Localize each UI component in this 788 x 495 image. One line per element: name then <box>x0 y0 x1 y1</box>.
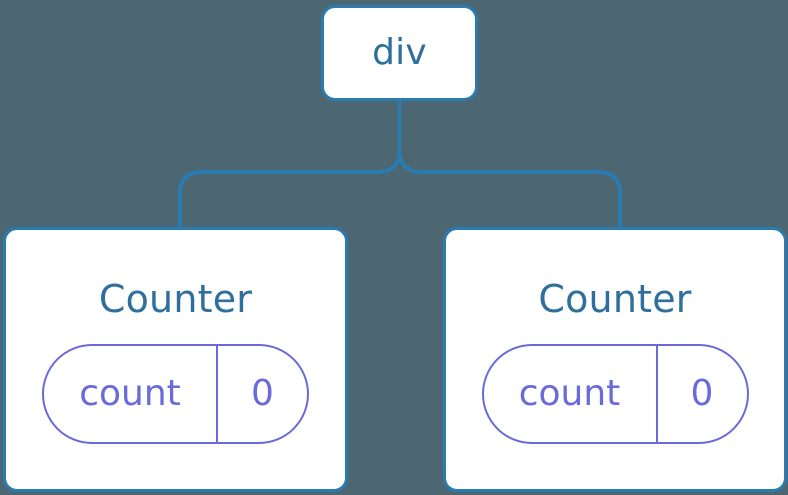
connector-path-right <box>397 100 622 229</box>
state-pill-left-key: count <box>44 346 218 442</box>
node-div-label: div <box>372 32 427 73</box>
node-counter-left[interactable]: Counter count 0 <box>3 227 348 492</box>
node-div[interactable]: div <box>321 5 478 101</box>
state-pill-left-value-text: 0 <box>251 373 274 414</box>
state-pill-right[interactable]: count 0 <box>481 344 749 444</box>
connector-path-left <box>178 100 402 229</box>
state-pill-left-value: 0 <box>218 346 307 442</box>
node-counter-right-title: Counter <box>538 277 692 321</box>
state-pill-right-value: 0 <box>658 346 747 442</box>
state-pill-right-key-text: count <box>518 373 621 414</box>
node-counter-left-title: Counter <box>98 277 253 321</box>
state-pill-right-value-text: 0 <box>690 373 714 414</box>
state-pill-right-key: count <box>484 346 658 442</box>
node-counter-right[interactable]: Counter count 0 <box>443 227 787 492</box>
state-pill-left-key-text: count <box>79 373 181 414</box>
state-pill-left[interactable]: count 0 <box>42 344 309 444</box>
